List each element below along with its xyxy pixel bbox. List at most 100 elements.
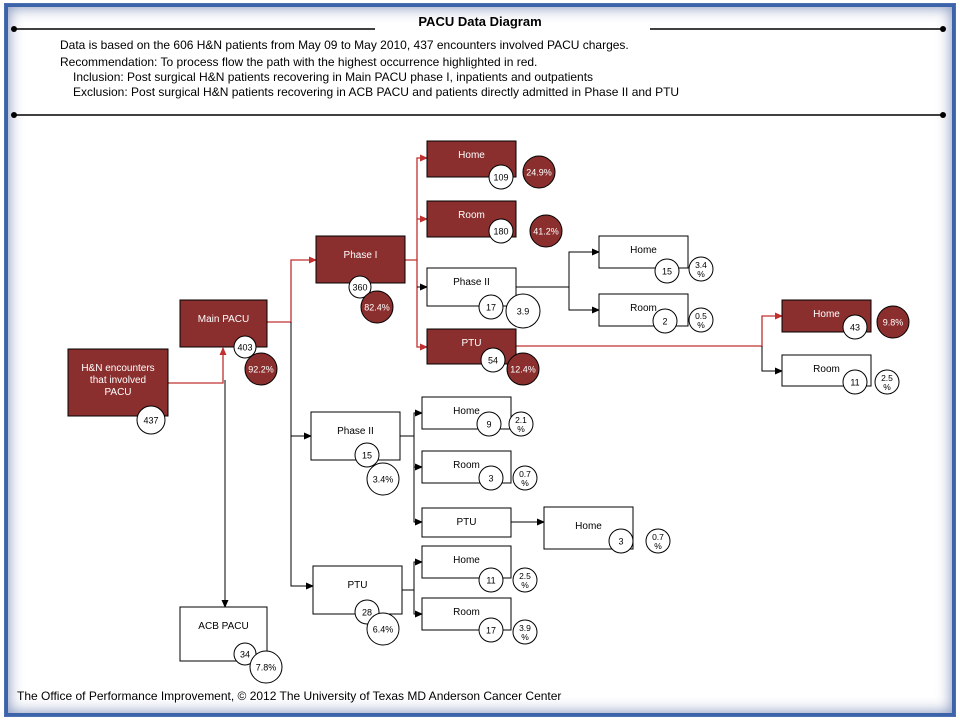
node-label: Room <box>630 303 657 314</box>
node-label: Room <box>453 607 480 618</box>
percent-circle <box>876 305 910 339</box>
percent-value: 2.5 <box>519 571 531 581</box>
percent-circle <box>505 293 541 329</box>
percent-sign: % <box>517 424 525 434</box>
node-box <box>315 235 406 284</box>
percent-value: 6.4% <box>373 625 394 635</box>
percent-circle <box>508 411 534 437</box>
node-label: Home <box>453 555 480 566</box>
percent-circle <box>506 352 540 386</box>
percent-value: 82.4% <box>364 303 390 313</box>
count-circle <box>652 308 678 334</box>
node-label: PACU <box>104 387 131 398</box>
percent-circle <box>366 612 400 646</box>
percent-sign: % <box>654 541 662 551</box>
node-label: Phase I <box>344 250 378 261</box>
percent-sign: % <box>883 382 891 392</box>
count-circle <box>348 275 372 299</box>
percent-value: 41.2% <box>533 227 559 237</box>
percent-circle <box>645 528 671 554</box>
percent-circle <box>512 619 538 645</box>
page-title: PACU Data Diagram <box>418 14 542 29</box>
count-circle <box>488 164 514 190</box>
node-label: PTU <box>457 517 477 528</box>
node-label: PTU <box>462 338 482 349</box>
header-line-4: Exclusion: Post surgical H&N patients re… <box>73 85 680 99</box>
percent-circle <box>244 352 278 386</box>
node-p2-ptu: PTU <box>421 507 512 538</box>
count-circle <box>478 617 504 643</box>
percent-value: 2.1 <box>515 415 527 425</box>
count-circle <box>608 528 634 554</box>
node-label: Home <box>453 406 480 417</box>
node-box <box>421 507 512 538</box>
percent-circle <box>874 369 900 395</box>
header-line-3: Inclusion: Post surgical H&N patients re… <box>73 70 594 84</box>
count-value: 437 <box>143 416 158 426</box>
count-value: 28 <box>362 608 372 618</box>
node-box <box>179 606 268 662</box>
percent-circle <box>360 290 394 324</box>
count-value: 17 <box>486 626 496 636</box>
node-label: Main PACU <box>198 314 250 325</box>
node-label: Home <box>575 521 602 532</box>
node-label: PTU <box>348 580 368 591</box>
count-circle <box>478 567 504 593</box>
node-box <box>426 267 517 307</box>
percent-circle <box>688 256 714 282</box>
count-circle <box>842 369 868 395</box>
header-line-1: Data is based on the 606 H&N patients fr… <box>60 38 629 52</box>
percent-sign: % <box>521 632 529 642</box>
percent-circle <box>249 650 283 684</box>
percent-circle <box>366 462 400 496</box>
count-circle <box>842 314 868 340</box>
node-label: Room <box>458 210 485 221</box>
node-label: Home <box>458 150 485 161</box>
percent-sign: % <box>697 320 705 330</box>
node-label: Room <box>453 460 480 471</box>
node-main-pacu: Main PACU 403 92.2% <box>179 299 278 386</box>
count-value: 180 <box>493 227 508 237</box>
percent-value: 3.4% <box>373 475 394 485</box>
count-value: 403 <box>237 343 252 353</box>
footer-credit: The Office of Performance Improvement, ©… <box>17 689 562 703</box>
percent-value: 92.2% <box>248 365 274 375</box>
count-circle <box>488 218 514 244</box>
node-label: Home <box>630 245 657 256</box>
count-value: 109 <box>493 173 508 183</box>
node-label: ACB PACU <box>198 621 248 632</box>
percent-sign: % <box>521 580 529 590</box>
node-label: H&N encounters <box>81 363 154 374</box>
node-label: Phase II <box>453 277 490 288</box>
node-label: Room <box>813 364 840 375</box>
percent-circle <box>688 307 714 333</box>
count-value: 15 <box>662 267 672 277</box>
node-label: that involved <box>90 375 146 386</box>
node-p1-room: Room 180 41.2% <box>426 200 563 248</box>
count-circle <box>354 442 380 468</box>
node-label: Phase II <box>337 426 374 437</box>
count-circle <box>136 405 166 435</box>
header-rules <box>11 26 946 118</box>
count-value: 54 <box>488 356 498 366</box>
percent-circle <box>529 214 563 248</box>
count-circle <box>654 258 680 284</box>
node-ptu: PTU 286.4% <box>312 565 403 646</box>
count-circle <box>478 294 504 320</box>
connectors <box>168 154 783 618</box>
